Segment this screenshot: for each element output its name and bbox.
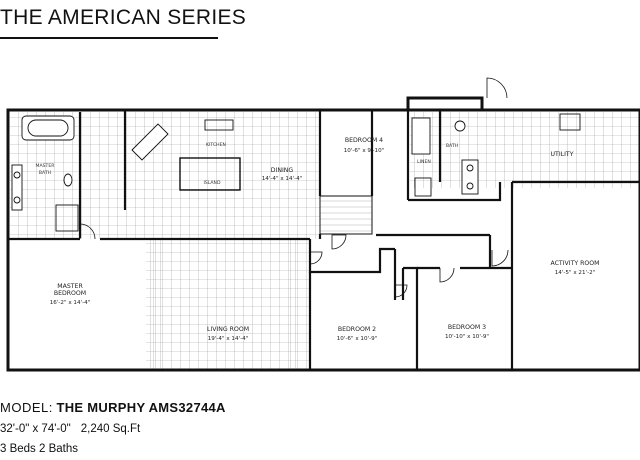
- kitchen-island: [179, 157, 241, 191]
- bedroom2-dim: 10'-6" x 10'-9": [337, 336, 378, 342]
- series-title: THE AMERICAN SERIES: [0, 6, 247, 29]
- bedroom4-label: BEDROOM 4: [345, 137, 383, 144]
- model-name: THE MURPHY AMS32744A: [56, 400, 226, 415]
- floor-plan: MASTER BATH KITCHEN ISLAND DINING 14'-4"…: [6, 77, 640, 372]
- dining-label: DINING: [271, 167, 294, 174]
- kitchen-label: KITCHEN: [206, 142, 226, 148]
- living-room-dim: 19'-4" x 14'-4": [208, 336, 249, 342]
- bedroom3-dim: 10'-10" x 10'-9": [445, 334, 489, 340]
- bath-label: BATH: [446, 143, 458, 149]
- room-labels: MASTER BATH KITCHEN ISLAND DINING 14'-4"…: [36, 137, 600, 342]
- master-bedroom-dim: 16'-2" x 14'-4": [50, 300, 91, 306]
- tub: [21, 115, 75, 141]
- utility-label: UTILITY: [551, 151, 574, 158]
- master-bath-label-1: MASTER: [36, 163, 56, 169]
- tile-floors: [10, 112, 640, 369]
- beds-baths: 3 Beds 2 Baths: [0, 443, 78, 455]
- tub-bath: [411, 117, 431, 155]
- model-line: MODEL: THE MURPHY AMS32744A: [0, 400, 226, 415]
- dining-dim: 14'-4" x 14'-4": [262, 176, 303, 182]
- bedroom4-dim: 10'-6" x 9'-10": [344, 148, 385, 154]
- spec-line: 32'-0" x 74'-0" 2,240 Sq.Ft: [0, 423, 140, 435]
- bedroom2-label: BEDROOM 2: [338, 326, 376, 333]
- model-label: MODEL:: [0, 400, 53, 415]
- toilet-bath: [454, 120, 466, 132]
- fixtures: [11, 113, 581, 232]
- activity-room-label: ACTIVITY ROOM: [550, 260, 599, 267]
- master-bedroom-label-1: MASTER: [57, 283, 83, 290]
- linen-label: LINEN: [417, 159, 431, 165]
- bedroom3-label: BEDROOM 3: [448, 324, 486, 331]
- master-bath-label-2: BATH: [39, 170, 51, 176]
- master-bedroom-label-2: BEDROOM: [54, 290, 86, 297]
- toilet-master: [63, 173, 73, 187]
- wood-floor-accents: [150, 195, 373, 368]
- doors: [79, 77, 509, 298]
- square-footage: 2,240 Sq.Ft: [80, 423, 141, 435]
- living-room-label: LIVING ROOM: [207, 326, 249, 333]
- home-size: 32'-0" x 74'-0": [0, 423, 71, 435]
- island-label: ISLAND: [203, 180, 221, 186]
- activity-room-dim: 14'-5" x 21'-2": [555, 270, 596, 276]
- interior-walls: [8, 110, 640, 370]
- title-underline: [0, 37, 218, 39]
